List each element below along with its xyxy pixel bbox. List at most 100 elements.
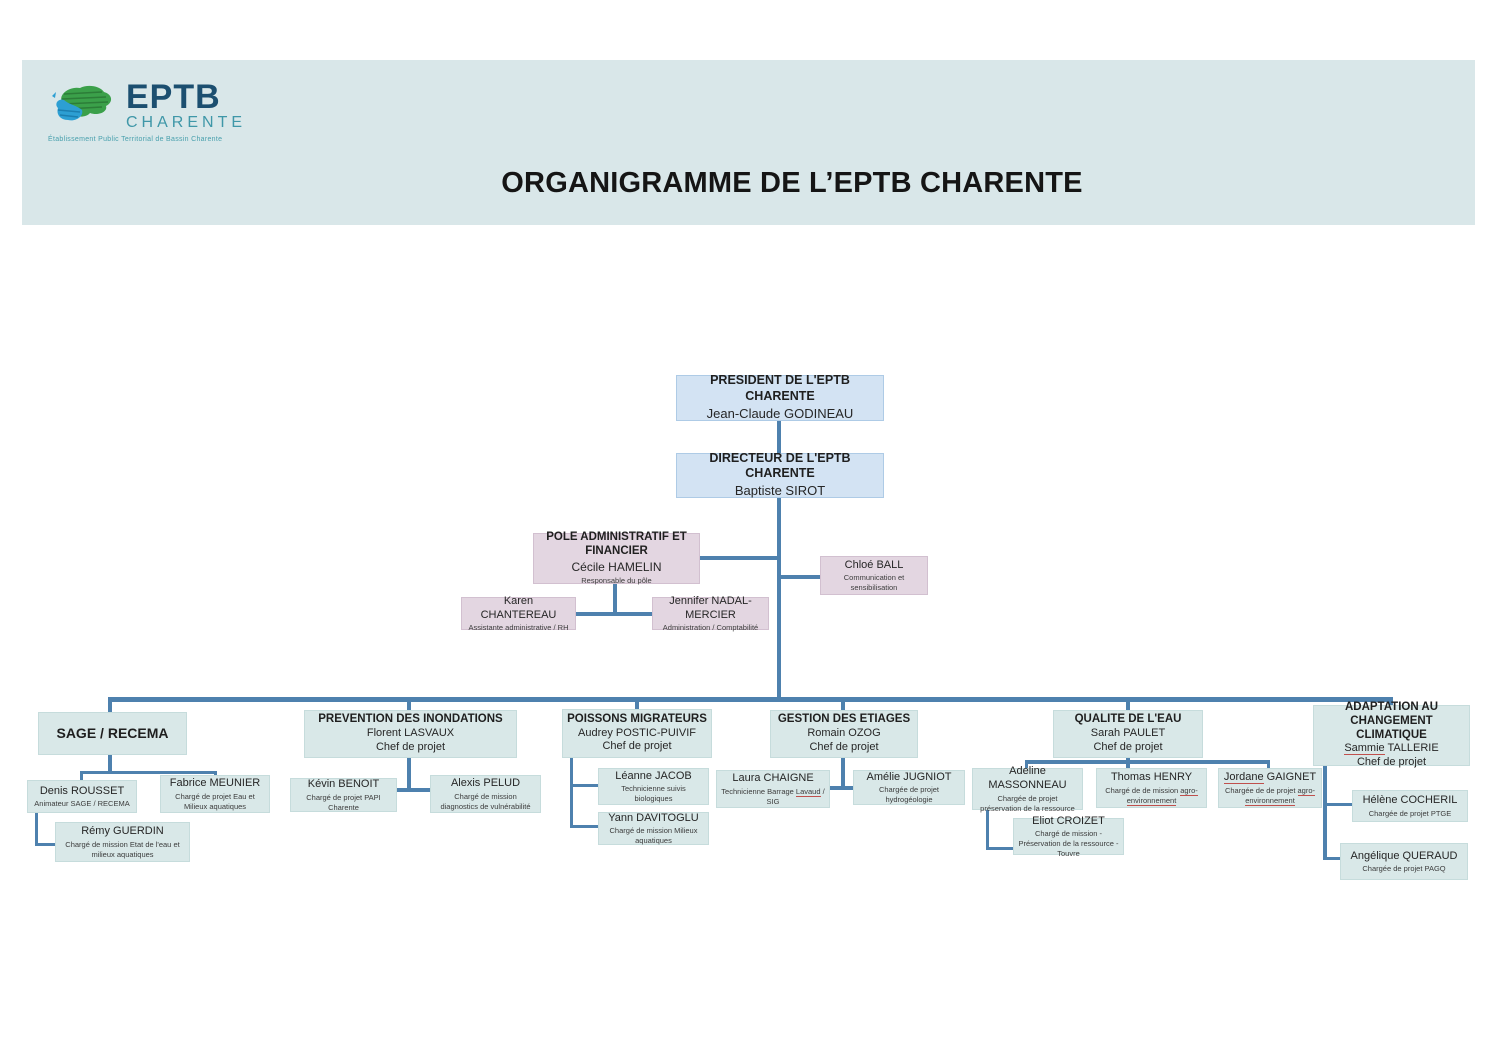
dept-person: Sarah PAULET — [1090, 727, 1166, 740]
node-role: Communication et sensibilisation — [843, 573, 905, 593]
spellcheck-word: Jordane — [1223, 771, 1264, 785]
node-person: Fabrice MEUNIER — [169, 777, 261, 790]
connector-line — [80, 771, 217, 774]
node-fabrice-meunier: Fabrice MEUNIER Chargé de projet Eau et … — [160, 775, 270, 813]
connector-line — [986, 810, 989, 850]
node-angelique-queraud: Angélique QUERAUD Chargée de projet PAGQ — [1340, 843, 1468, 880]
spellcheck-word: agro-environnement — [1126, 785, 1198, 806]
node-amelie-jugniot: Amélie JUGNIOT Chargée de projet hydrogé… — [853, 770, 965, 805]
connector-line — [80, 771, 83, 780]
node-remy-guerdin: Rémy GUERDIN Chargé de mission Etat de l… — [55, 822, 190, 862]
node-person: Jennifer NADAL-MERCIER — [669, 594, 752, 621]
node-role: Chargée de projet PAGQ — [1362, 864, 1446, 874]
connector-line — [407, 758, 411, 792]
connector-line — [1126, 699, 1130, 710]
dept-role: Chef de projet — [375, 740, 446, 753]
connector-line — [1025, 760, 1270, 764]
node-leanne-jacob: Léanne JACOB Technicienne suivis biologi… — [598, 768, 709, 805]
node-person: Hélène COCHERIL — [1362, 794, 1458, 807]
spellcheck-word: Sammie — [1344, 742, 1385, 756]
node-person: Karen CHANTEREAU — [480, 594, 557, 621]
node-person: Chloé BALL — [844, 558, 904, 571]
spellcheck-word: agro-environnement — [1245, 785, 1316, 806]
node-role: Technicienne suivis biologiques — [621, 784, 686, 804]
node-person: Thomas HENRY — [1110, 771, 1193, 784]
node-person: Cécile HAMELIN — [571, 559, 662, 574]
connector-line — [986, 847, 1013, 850]
connector-line — [841, 699, 845, 710]
connector-line — [570, 758, 573, 828]
connector-line — [214, 771, 217, 776]
connector-line — [700, 556, 778, 560]
node-thomas-henry: Thomas HENRY Chargé de de mission agro-e… — [1096, 768, 1207, 808]
dept-title: SAGE / RECEMA — [56, 725, 169, 742]
dept-person: Florent LASVAUX — [366, 727, 455, 740]
node-role: Chargé de mission Etat de l'eau et milie… — [65, 839, 180, 859]
node-person: Eliot CROIZET — [1032, 814, 1105, 827]
connector-line — [108, 699, 112, 712]
brand-subname: CHARENTE — [126, 114, 247, 131]
connector-line — [635, 699, 639, 709]
dept-title: GESTION DES ETIAGES — [777, 713, 911, 726]
connector-line — [781, 575, 820, 579]
dept-prevention-inondations: PREVENTION DES INONDATIONS Florent LASVA… — [304, 710, 517, 758]
node-kevin-benoit: Kévin BENOIT Chargé de projet PAPI Chare… — [290, 778, 397, 812]
connector-line — [777, 421, 781, 453]
dept-role: Chef de projet — [1093, 740, 1163, 753]
node-title: POLE ADMINISTRATIF ET FINANCIER — [546, 531, 687, 557]
basin-map-icon — [52, 85, 112, 121]
spellcheck-word: Lavaud — [795, 786, 821, 797]
header-band — [22, 60, 1475, 225]
node-person: Léanne JACOB — [615, 769, 692, 782]
node-karen-chantereau: Karen CHANTEREAU Assistante administrati… — [461, 594, 576, 633]
connector-line — [1389, 699, 1393, 706]
dept-poissons-migrateurs: POISSONS MIGRATEURS Audrey POSTIC-PUIVIF… — [562, 709, 712, 758]
eptb-logo: EPTB CHARENTE Établissement Public Terri… — [48, 80, 278, 155]
dept-sage-recema: SAGE / RECEMA — [38, 712, 187, 755]
dept-gestion-etiages: GESTION DES ETIAGES Romain OZOG Chef de … — [770, 710, 918, 758]
node-role: Assistante administrative / RH — [468, 623, 569, 633]
node-role: Animateur SAGE / RECEMA — [34, 799, 130, 809]
node-denis-rousset: Denis ROUSSET Animateur SAGE / RECEMA — [27, 780, 137, 813]
node-laura-chaigne: Laura CHAIGNE Technicienne Barrage Lavau… — [716, 770, 830, 808]
node-title: PRESIDENT DE L'EPTB CHARENTE — [710, 373, 850, 403]
connector-line — [570, 825, 598, 828]
node-person: Jean-Claude GODINEAU — [706, 405, 854, 421]
connector-line — [830, 786, 853, 790]
node-role: Chargé de de mission agro-environnement — [1105, 785, 1198, 806]
dept-role: Chef de projet — [809, 740, 879, 753]
connector-line — [35, 843, 55, 846]
node-role: Chargée de de projet agro-environnement — [1224, 785, 1316, 806]
node-role: Chargé de projet Eau et Milieux aquatiqu… — [175, 791, 255, 811]
node-person: Alexis PELUD — [450, 777, 521, 790]
dept-role: Chef de projet — [1356, 756, 1427, 769]
node-role: Chargée de projet hydrogéologie — [878, 785, 940, 805]
node-role: Chargé de projet PAPI Charente — [306, 792, 381, 812]
dept-qualite-eau: QUALITE DE L'EAU Sarah PAULET Chef de pr… — [1053, 710, 1203, 758]
node-person: Angélique QUERAUD — [1350, 849, 1458, 862]
node-person: Denis ROUSSET — [39, 784, 125, 797]
connector-line — [108, 697, 1393, 702]
dept-person: Sammie TALLERIE — [1344, 742, 1439, 756]
connector-line — [1267, 760, 1270, 768]
node-person: Baptiste SIROT — [734, 483, 826, 499]
node-role: Chargé de mission - Préservation de la r… — [1018, 828, 1119, 859]
connector-line — [570, 784, 598, 787]
node-adeline-massonneau: Adeline MASSONNEAU Chargée de projet pré… — [972, 765, 1083, 813]
dept-title: PREVENTION DES INONDATIONS — [318, 713, 503, 726]
node-person: Jordane GAIGNET — [1223, 771, 1317, 785]
node-eliot-croizet: Eliot CROIZET Chargé de mission - Préser… — [1013, 815, 1124, 858]
dept-adaptation-climatique: ADAPTATION AU CHANGEMENT CLIMATIQUE Samm… — [1313, 701, 1470, 768]
node-person: Kévin BENOIT — [307, 778, 380, 791]
connector-line — [407, 699, 411, 710]
node-pole-administratif: POLE ADMINISTRATIF ET FINANCIER Cécile H… — [533, 531, 700, 585]
node-president: PRESIDENT DE L'EPTB CHARENTE Jean-Claude… — [676, 373, 884, 421]
brand-name: EPTB — [126, 78, 221, 116]
dept-title: POISSONS MIGRATEURS — [567, 712, 707, 725]
node-chloe-ball: Chloé BALL Communication et sensibilisat… — [820, 556, 928, 595]
node-person: Adeline MASSONNEAU — [988, 765, 1067, 792]
dept-title: QUALITE DE L'EAU — [1074, 713, 1182, 726]
dept-person: Romain OZOG — [807, 727, 881, 740]
dept-person: Audrey POSTIC-PUIVIF — [578, 726, 696, 739]
connector-line — [1323, 766, 1327, 860]
